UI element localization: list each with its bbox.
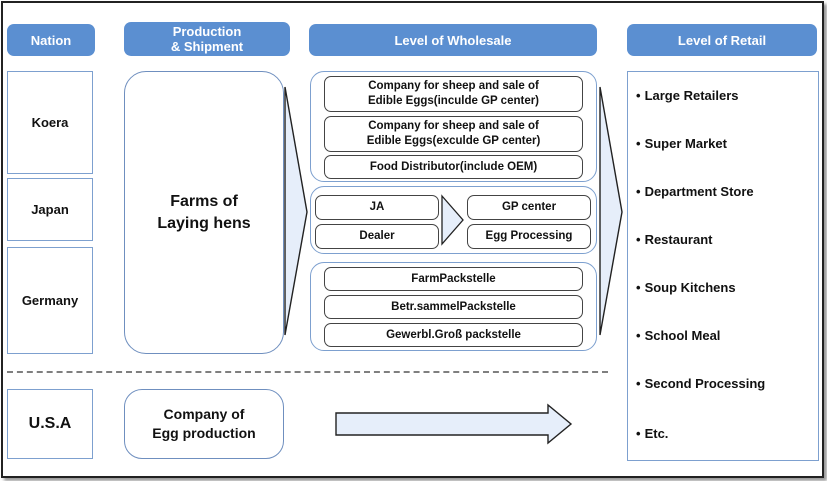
retail-item-label: Large Retailers	[644, 88, 739, 103]
header-retail: Level of Retail	[627, 24, 817, 56]
wholesale-group-japan: JA Dealer GP center Egg Processing	[310, 186, 597, 254]
retail-item: •Large Retailers	[636, 88, 739, 103]
nation-korea: Koera	[7, 71, 93, 174]
usa-separator-line	[7, 371, 608, 373]
retail-item: •Super Market	[636, 136, 727, 151]
korea-item3-label: Food Distributor(include OEM)	[369, 160, 538, 173]
farms-box: Farms of Laying hens	[124, 71, 284, 354]
usa-flow-arrow	[335, 403, 573, 445]
nation-usa: U.S.A	[7, 389, 93, 459]
retail-item-label: Restaurant	[644, 232, 713, 247]
retail-item: •Restaurant	[636, 232, 712, 247]
retail-bullet: •	[636, 88, 641, 103]
retail-item-label: Department Store	[644, 184, 754, 199]
japan-inner-arrow	[441, 194, 464, 246]
retail-item-label: Super Market	[644, 136, 727, 151]
korea-wholesale-item: Food Distributor(include OEM)	[324, 155, 583, 179]
wholesale-group-germany: FarmPackstelle Betr.sammelPackstelle Gew…	[310, 262, 597, 351]
retail-item: •Second Processing	[636, 376, 765, 391]
retail-bullet: •	[636, 426, 641, 441]
korea-item2-line1: Company for sheep and sale of	[368, 120, 539, 132]
production-to-wholesale-arrow	[284, 86, 308, 336]
korea-wholesale-item: Company for sheep and sale of Edible Egg…	[324, 116, 583, 152]
retail-bullet: •	[636, 136, 641, 151]
usa-company-box: Company of Egg production	[124, 389, 284, 459]
header-production-line2: & Shipment	[170, 39, 244, 54]
japan-dealer-box: Dealer	[315, 224, 439, 249]
retail-bullet: •	[636, 280, 641, 295]
retail-list: •Large Retailers•Super Market•Department…	[627, 71, 819, 461]
retail-bullet: •	[636, 184, 641, 199]
nation-japan: Japan	[7, 178, 93, 241]
retail-item: •Soup Kitchens	[636, 280, 736, 295]
wholesale-group-korea: Company for sheep and sale of Edible Egg…	[310, 71, 597, 182]
usa-company-line1: Company of	[163, 406, 245, 422]
germany-wholesale-item: FarmPackstelle	[324, 267, 583, 291]
retail-item-label: School Meal	[644, 328, 721, 343]
farms-line2: Laying hens	[157, 214, 251, 232]
germany-wholesale-item: Betr.sammelPackstelle	[324, 295, 583, 319]
header-nation: Nation	[7, 24, 95, 56]
germany-wholesale-item: Gewerbl.Groß packstelle	[324, 323, 583, 347]
header-wholesale: Level of Wholesale	[309, 24, 597, 56]
usa-company-line2: Egg production	[152, 425, 256, 441]
farms-line1: Farms of	[170, 192, 238, 210]
header-production-line1: Production	[172, 24, 242, 39]
nation-germany: Germany	[7, 247, 93, 354]
japan-ja-box: JA	[315, 195, 439, 220]
korea-item1-line1: Company for sheep and sale of	[368, 80, 539, 92]
retail-item-label: Etc.	[644, 426, 669, 441]
korea-item1-line2: Edible Eggs(inculde GP center)	[367, 95, 540, 107]
japan-egg-processing-box: Egg Processing	[467, 224, 591, 249]
korea-wholesale-item: Company for sheep and sale of Edible Egg…	[324, 76, 583, 112]
retail-bullet: •	[636, 232, 641, 247]
retail-item: •Department Store	[636, 184, 754, 199]
retail-item: •School Meal	[636, 328, 720, 343]
retail-item-label: Soup Kitchens	[644, 280, 736, 295]
korea-item2-line2: Edible Eggs(exculde GP center)	[366, 135, 541, 147]
retail-bullet: •	[636, 328, 641, 343]
retail-item: •Etc.	[636, 426, 668, 441]
japan-gp-center-box: GP center	[467, 195, 591, 220]
retail-bullet: •	[636, 376, 641, 391]
retail-item-label: Second Processing	[644, 376, 766, 391]
header-production: Production & Shipment	[124, 22, 290, 56]
wholesale-to-retail-arrow	[599, 86, 623, 336]
